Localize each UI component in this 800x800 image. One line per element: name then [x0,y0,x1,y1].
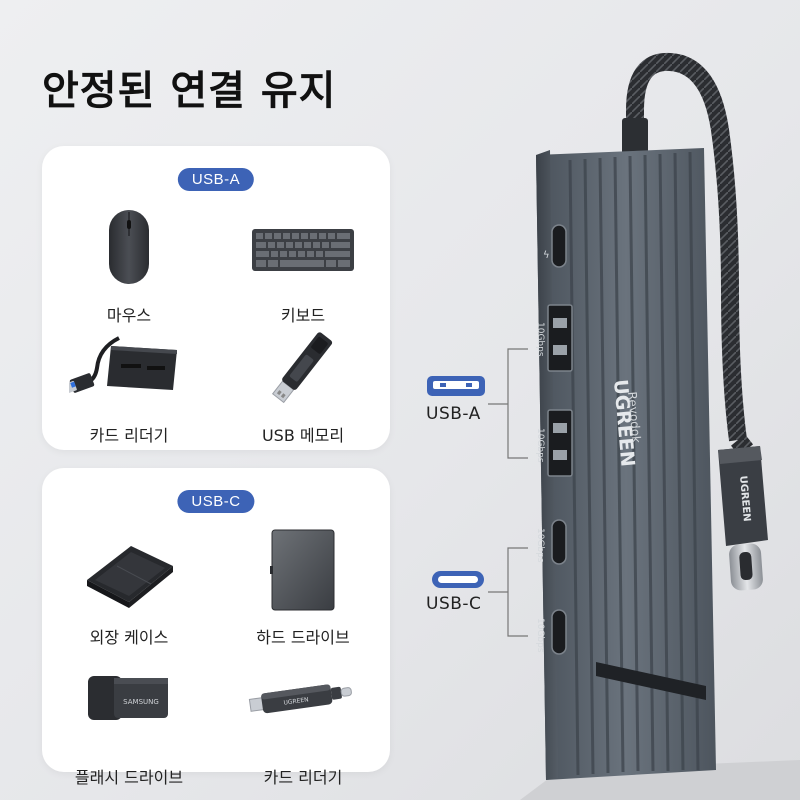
external-case-icon [87,546,173,608]
usb-drive-icon [271,332,333,404]
hard-drive-icon [270,529,335,611]
flash-drive-icon: SAMSUNG [88,676,168,720]
usb-a-port-label: USB-A [426,404,481,424]
samsung-logo: SAMSUNG [123,698,159,706]
device-label: 카드 리더기 [89,426,169,445]
device-label: 카드 리더기 [263,768,343,787]
device-flash-drive: SAMSUNG 플래시 드라이브 [42,666,216,787]
usb-a-badge: USB-A [177,168,255,191]
hub-model: Revodok [625,391,643,444]
ugreen-logo: UGREEN [283,696,309,706]
port-speed-label: 10Gbps [535,618,545,653]
usb-c-device-card: USB-C 외장 케이스 하드 드라이브 [42,468,390,787]
device-label: 플래시 드라이브 [74,768,184,787]
card-reader-icon [69,336,177,395]
port-speed-label: 10Gbps [535,428,545,463]
device-card-reader-c: UGREEN 카드 리더기 [216,666,390,787]
plug-brand: UGREEN [737,475,752,522]
device-label: 하드 드라이브 [256,628,350,647]
usb-c-port-label: USB-C [426,594,482,614]
port-speed-label: 10Gbps [535,322,545,357]
device-mouse: 마우스 [42,204,216,325]
port-speed-label: 10Gbps [535,528,545,563]
hub-graphic: 10Gbps 10Gbps 10Gbps 10Gbps ϟ UGREEN Rev… [427,52,800,800]
device-hard-drive: 하드 드라이브 [216,526,390,647]
usb-a-device-card: USB-A 마우스 키보드 [42,146,390,450]
mouse-icon [109,210,149,284]
device-card-reader: 카드 리더기 [42,324,216,445]
device-label: 마우스 [106,306,152,325]
usb-c-badge: USB-C [177,490,255,513]
usb-c-port-icon [432,571,484,588]
device-label: 외장 케이스 [89,628,169,647]
power-bolt-icon: ϟ [543,250,550,261]
card-reader-icon: UGREEN [248,684,352,714]
page-title: 안정된 연결 유지 [42,68,337,114]
usb-a-port-icon [427,376,485,396]
device-usb-drive: USB 메모리 [216,324,390,445]
device-keyboard: 키보드 [216,204,390,325]
device-external-case: 외장 케이스 [42,526,216,647]
device-label: 키보드 [280,306,326,325]
keyboard-icon [252,229,354,271]
usb-hub-illustration: 10Gbps 10Gbps 10Gbps 10Gbps ϟ UGREEN Rev… [400,0,800,800]
device-label: USB 메모리 [261,426,345,445]
